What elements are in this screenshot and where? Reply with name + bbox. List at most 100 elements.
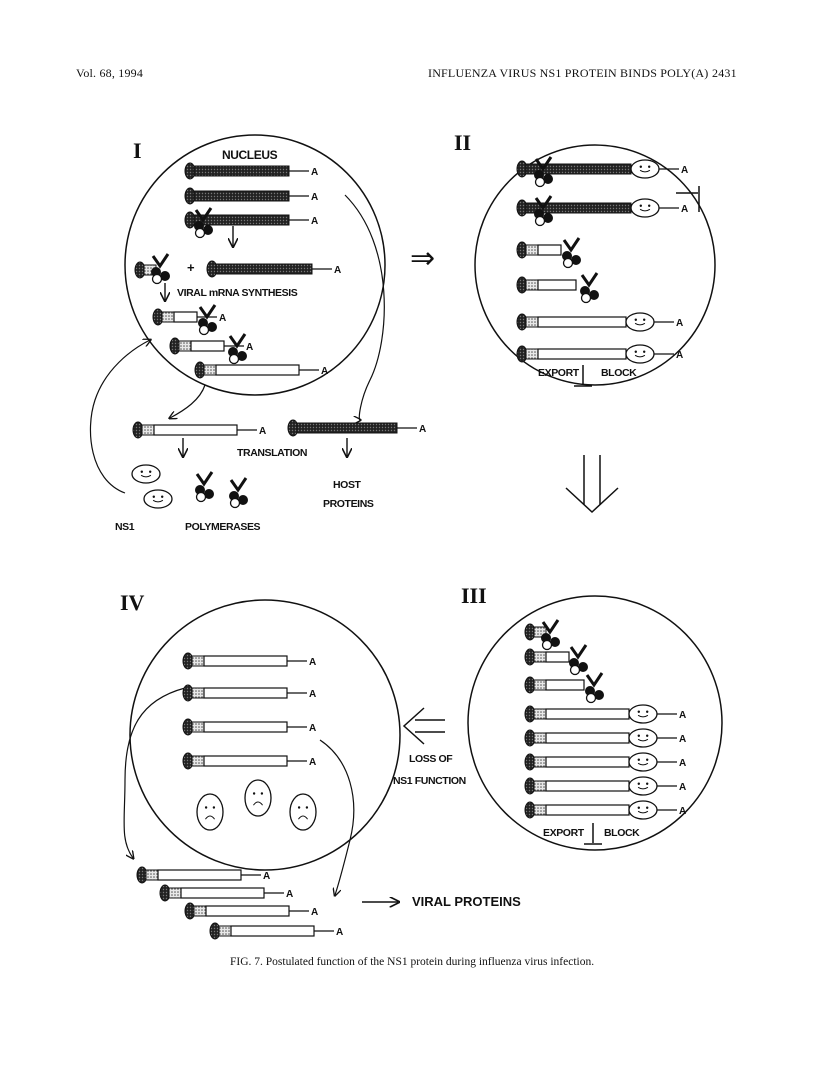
proteins-label: PROTEINS xyxy=(323,498,374,510)
nucleus-label: NUCLEUS xyxy=(222,148,278,162)
poly-a-label: A xyxy=(419,424,426,435)
viral-mrna: A xyxy=(516,344,683,364)
poly-a-label: A xyxy=(681,204,688,215)
viral-mrna: A xyxy=(132,421,266,439)
host-label: HOST xyxy=(333,479,362,491)
nucleus-circle-I xyxy=(124,134,386,396)
viral-mrna: A xyxy=(159,884,293,902)
ns1-function-label: NS1 FUNCTION xyxy=(393,775,466,787)
viral-mrna: A xyxy=(524,752,686,772)
poly-a-label: A xyxy=(263,871,270,882)
poly-a-label: A xyxy=(334,265,341,276)
viral-mrna: A xyxy=(524,776,686,796)
nucleus-circle-II xyxy=(474,144,716,386)
poly-a-label: A xyxy=(309,689,316,700)
poly-a-label: A xyxy=(679,758,686,769)
ns1-protein-icon xyxy=(625,312,655,332)
ns1-sad-face-icon xyxy=(196,793,224,831)
double-arrow-down-icon xyxy=(565,455,619,514)
ns1-sad-face-icon xyxy=(244,779,272,817)
poly-a-label: A xyxy=(309,757,316,768)
export-label-II: EXPORT xyxy=(538,367,580,379)
figure-caption: FIG. 7. Postulated function of the NS1 p… xyxy=(230,956,595,968)
viral-mrna: A xyxy=(182,718,316,736)
poly-a-label: A xyxy=(679,710,686,721)
viral-mrna: A xyxy=(182,752,316,770)
host-mrna: A xyxy=(184,207,318,239)
viral-mrna: A xyxy=(184,902,318,920)
ns1-protein-icon xyxy=(628,704,658,724)
export-label-III: EXPORT xyxy=(543,827,585,839)
host-mrna: A xyxy=(184,187,318,205)
polymerase-icon xyxy=(195,471,214,503)
polymerase-icon xyxy=(562,237,581,269)
panel-label-III: III xyxy=(461,583,487,608)
viral-mrna: A xyxy=(516,312,683,332)
ns1-protein-icon xyxy=(143,489,173,509)
viral-mrna: A xyxy=(524,728,686,748)
viral-mrna-synthesis-label: VIRAL mRNA SYNTHESIS xyxy=(177,287,298,299)
running-title: INFLUENZA VIRUS NS1 PROTEIN BINDS POLY(A… xyxy=(428,66,709,80)
poly-a-label: A xyxy=(309,723,316,734)
ns1-protein-icon xyxy=(628,800,658,820)
page-number: 2431 xyxy=(712,66,737,80)
poly-a-label: A xyxy=(676,318,683,329)
poly-a-label: A xyxy=(336,927,343,938)
polymerase-icon xyxy=(569,644,588,676)
viral-mrna: A xyxy=(182,684,316,702)
poly-a-label: A xyxy=(676,350,683,361)
ns1-protein-icon xyxy=(628,728,658,748)
capped-fragment xyxy=(134,253,170,285)
viral-mrna: A xyxy=(194,361,328,379)
double-arrow-right-icon: ⇒ xyxy=(410,241,435,276)
viral-proteins-label: VIRAL PROTEINS xyxy=(412,894,521,909)
viral-mrna: A xyxy=(524,800,686,820)
ns1-protein-icon xyxy=(630,198,660,218)
block-label-III: BLOCK xyxy=(604,827,640,839)
translation-label: TRANSLATION xyxy=(237,447,307,459)
viral-mrna: A xyxy=(136,866,270,884)
host-mrna: A xyxy=(516,195,688,227)
panel-label-II: II xyxy=(454,130,471,155)
viral-mrna: A xyxy=(524,704,686,724)
ns1-label: NS1 xyxy=(115,521,135,533)
polymerase-icon xyxy=(585,672,604,704)
polymerase-icon xyxy=(541,619,560,651)
polymerase-icon xyxy=(229,477,248,509)
poly-a-label: A xyxy=(311,216,318,227)
viral-mrna: A xyxy=(152,304,226,336)
poly-a-label: A xyxy=(321,366,328,377)
panel-label-IV: IV xyxy=(120,590,145,615)
viral-mrna xyxy=(524,644,588,676)
nucleus-circle-III xyxy=(467,595,723,851)
export-block-marker-III xyxy=(584,823,602,845)
transport-curves xyxy=(89,194,385,895)
ns1-sad-face-icon xyxy=(289,793,317,831)
viral-mrna: A xyxy=(182,652,316,670)
viral-mrna xyxy=(516,237,581,269)
nucleus-circle-IV xyxy=(129,599,401,871)
poly-a-label: A xyxy=(286,889,293,900)
polymerases-label: POLYMERASES xyxy=(185,521,261,533)
poly-a-label: A xyxy=(679,806,686,817)
host-mrna: A xyxy=(516,156,688,188)
host-mrna: A xyxy=(206,260,341,278)
poly-a-label: A xyxy=(219,313,226,324)
polymerase-icon xyxy=(534,195,553,227)
ns1-protein-icon xyxy=(628,776,658,796)
host-mrna: A xyxy=(287,419,426,437)
export-block-marker-II xyxy=(574,365,592,387)
export-block-arrow-II xyxy=(676,186,700,212)
loss-of-label: LOSS OF xyxy=(409,753,453,765)
poly-a-label: A xyxy=(311,167,318,178)
poly-a-label: A xyxy=(259,426,266,437)
polymerase-icon xyxy=(198,304,217,336)
poly-a-label: A xyxy=(246,342,253,353)
polymerase-icon xyxy=(151,253,170,285)
poly-a-label: A xyxy=(311,907,318,918)
polymerase-icon xyxy=(194,207,213,239)
ns1-protein-icon xyxy=(131,464,161,484)
ns1-protein-icon xyxy=(628,752,658,772)
journal-volume: Vol. 68, 1994 xyxy=(76,66,144,80)
